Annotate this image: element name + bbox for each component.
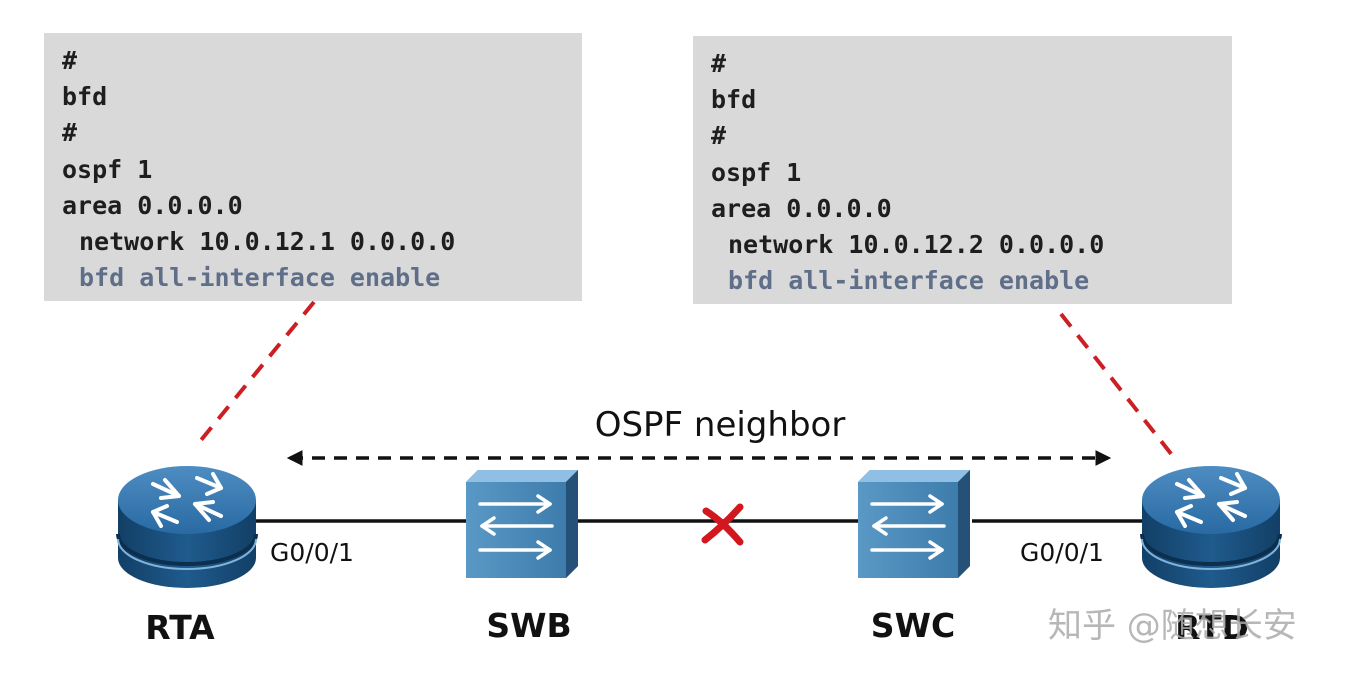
switch-icon <box>466 470 578 578</box>
config-line: bfd <box>711 85 757 115</box>
config-line: bfd all-interface enable <box>79 263 441 293</box>
port-label-rtd: G0/0/1 <box>1020 538 1104 567</box>
config-line: area 0.0.0.0 <box>62 190 243 220</box>
config-line: # <box>62 46 78 75</box>
config-line: ospf 1 <box>711 157 802 187</box>
config-line: network 10.0.12.1 0.0.0.0 <box>79 227 456 257</box>
router-icon <box>1140 466 1282 588</box>
router-icon <box>116 466 258 588</box>
config-line: ospf 1 <box>62 154 153 184</box>
config-line: bfd <box>62 82 108 112</box>
node-label-swb: SWB <box>486 606 572 645</box>
config-line: area 0.0.0.0 <box>711 193 892 223</box>
callout-line-right <box>1059 312 1174 457</box>
x-mark-icon <box>701 503 744 546</box>
config-box-left: # bfd # ospf 1 area 0.0.0.0 network 10.0.12.1… <box>44 33 582 301</box>
node-label-rtd: RTD <box>1175 608 1249 647</box>
config-line: # <box>711 121 727 151</box>
watermark: 知乎 @随想长安 <box>1048 606 1297 646</box>
port-label-rta: G0/0/1 <box>270 538 354 567</box>
switch-icon <box>858 470 970 578</box>
node-label-swc: SWC <box>870 606 956 645</box>
config-line: network 10.0.12.2 0.0.0.0 <box>728 230 1105 260</box>
node-label-rta: RTA <box>145 608 215 647</box>
ospf-neighbor-label: OSPF neighbor <box>594 405 846 445</box>
callout-line-left <box>195 300 316 447</box>
config-line: # <box>711 49 727 78</box>
config-line: # <box>62 118 78 148</box>
config-line: bfd all-interface enable <box>728 266 1090 296</box>
config-box-right: # bfd # ospf 1 area 0.0.0.0 network 10.0.12.2… <box>693 36 1232 304</box>
